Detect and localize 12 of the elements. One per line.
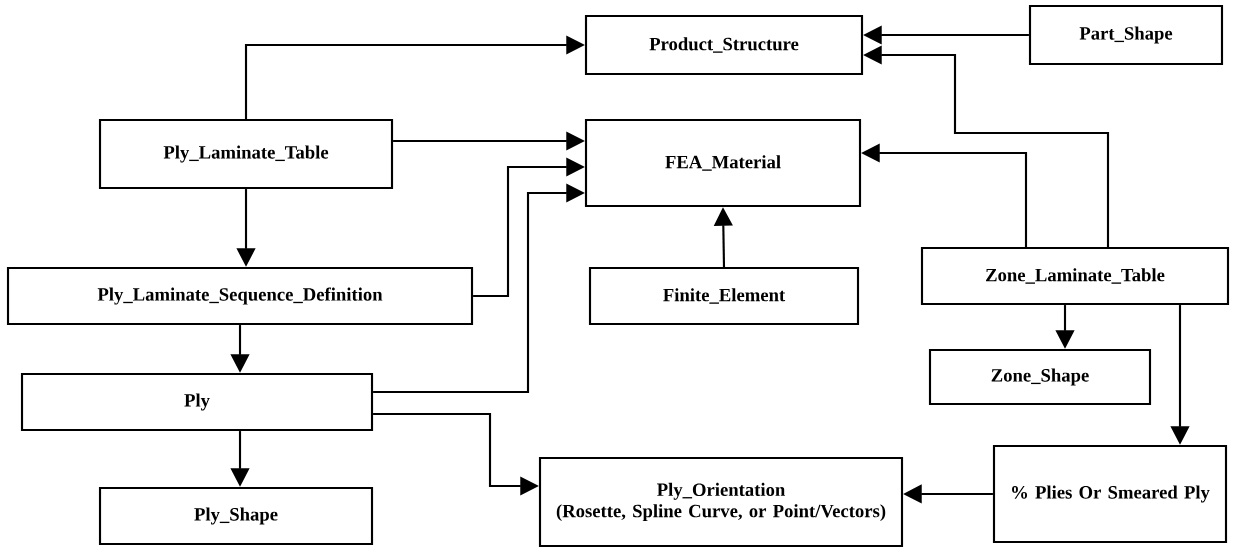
entity-box: Product_Structure (584, 14, 864, 76)
entity-box: Zone_Shape (928, 348, 1152, 406)
entity-box: Zone_Laminate_Table (920, 246, 1230, 306)
entity-box: Ply_Orientation (Rosette, Spline Curve, or Point/Vectors) (538, 456, 904, 548)
entity-box: Ply_Laminate_Table (98, 118, 394, 190)
entity-box: Part_Shape (1028, 4, 1224, 66)
entity-box: Finite_Element (588, 266, 860, 326)
entity-box: Ply_Laminate_Sequence_Definition (6, 266, 474, 326)
entity-box: Ply (20, 372, 374, 432)
entity-box: Ply_Shape (98, 486, 374, 546)
entity-box: % Plies Or Smeared Ply (992, 444, 1228, 544)
entity-box: FEA_Material (584, 118, 862, 208)
